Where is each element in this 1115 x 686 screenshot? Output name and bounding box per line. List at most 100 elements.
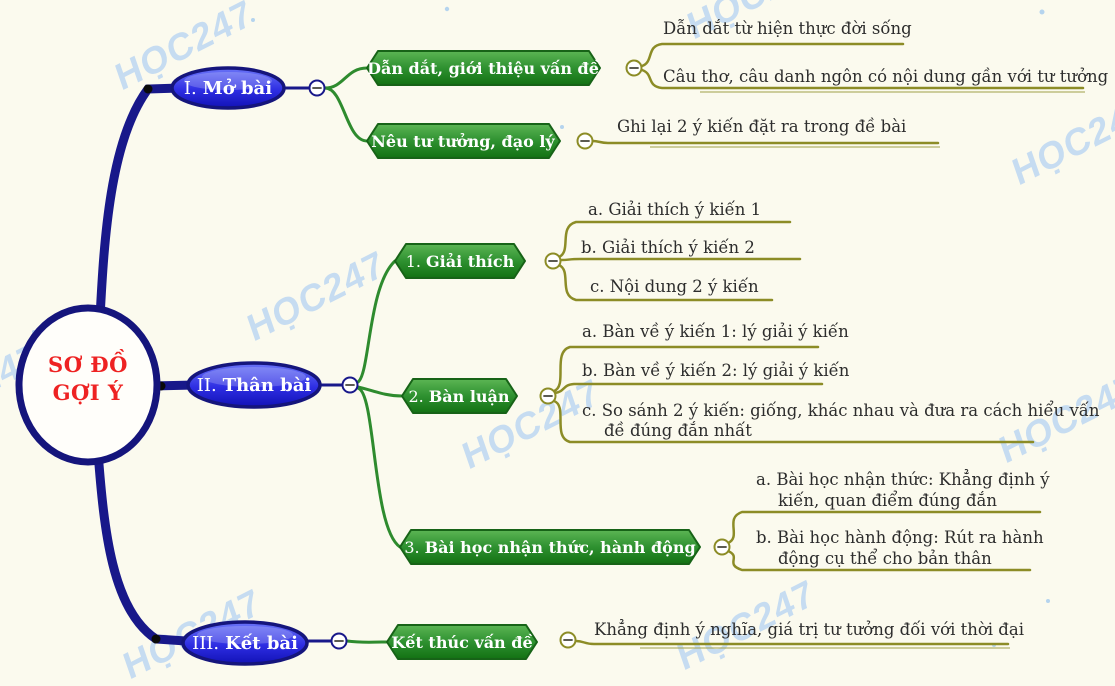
collapse-button-mo-bai[interactable] (308, 79, 326, 97)
leaf-texts: Dẫn dắt từ hiện thực đời sống Câu thơ, c… (581, 19, 1109, 639)
collapse-button-ban-luan[interactable] (539, 387, 557, 405)
central-node-shape[interactable] (15, 304, 161, 466)
topic-box-shape[interactable] (401, 378, 518, 414)
collapse-button-ket-bai[interactable] (330, 632, 348, 650)
topic-prefix: 1. (406, 252, 421, 271)
connector-to-ket-thuc (345, 639, 389, 644)
branch-label: Kết bài (225, 632, 298, 654)
leaf-node-line2[interactable]: động cụ thể cho bản thân (778, 549, 992, 568)
topic-box-ban-luan[interactable]: 2. Bàn luận (401, 378, 518, 414)
branch-node-than-bai[interactable]: II. Thân bài (186, 361, 322, 409)
central-node-title-line1: SƠ ĐỒ (48, 350, 128, 377)
topic-box-shape[interactable] (366, 50, 601, 86)
topic-box-shape[interactable] (366, 123, 561, 159)
sparkle-dot (444, 6, 450, 12)
branch-numeral: II. (197, 375, 217, 396)
branch-node-shape[interactable] (186, 361, 322, 409)
collapse-button-bai-hoc[interactable] (713, 538, 731, 556)
topic-box-shape[interactable] (399, 529, 701, 565)
topic-box-shape[interactable] (386, 624, 538, 660)
leaf-node-line2[interactable]: đề đúng đắn nhất (604, 421, 752, 440)
junction-dot (143, 84, 153, 94)
topic-box-label: 2. Bàn luận (408, 387, 509, 406)
collapse-button-than-bai[interactable] (341, 376, 359, 394)
underline-leaf (552, 399, 1035, 444)
connector-to-neu-tu-tuong (323, 86, 369, 143)
underline-leaf (557, 220, 792, 259)
topic-connectors (323, 66, 404, 644)
central-node[interactable]: SƠ ĐỒ GỢI Ý (15, 304, 161, 466)
collapse-button-dan-dat[interactable] (625, 59, 643, 77)
topic-label: Bàn luận (429, 387, 510, 406)
leaf-node[interactable]: Câu thơ, câu danh ngôn có nội dung gần v… (663, 67, 1109, 86)
underline-leaf (640, 68, 1085, 90)
hoc247-watermark: HỌC247 (242, 242, 389, 350)
topic-label: Giải thích (426, 252, 515, 271)
sparkle-dot (560, 125, 564, 129)
collapse-button-ket-thuc[interactable] (559, 631, 577, 649)
topic-box-bai-hoc[interactable]: 3. Bài học nhận thức, hành động (399, 529, 701, 565)
leaf-node[interactable]: c. Nội dung 2 ý kiến (590, 277, 759, 296)
connector-to-giai-thich (356, 259, 397, 384)
leaf-node[interactable]: Dẫn dắt từ hiện thực đời sống (663, 19, 912, 38)
leaf-connectors (552, 42, 1085, 649)
branch-node-gloss (197, 626, 293, 644)
branch-node-gloss (184, 72, 272, 90)
underline-leaf (726, 510, 1042, 545)
topic-label: Bài học nhận thức, hành động (425, 538, 696, 557)
branch-node-label: II. Thân bài (197, 375, 312, 396)
topic-box-neu-tu-tuong[interactable]: Nêu tư tưởng, đạo lý (366, 123, 561, 159)
branch-node-ket-bai[interactable]: III. Kết bài (181, 620, 309, 666)
topic-box-ket-thuc[interactable]: Kết thúc vấn đề (386, 624, 538, 660)
connector-center-to-ket-bai (93, 447, 191, 646)
underline-leaf (640, 42, 905, 68)
underline-leaf (557, 263, 774, 302)
leaf-node[interactable]: a. Bài học nhận thức: Khẳng định ý (756, 469, 1050, 489)
branch-node-shape[interactable] (181, 620, 309, 666)
leaf-node[interactable]: b. Bàn về ý kiến 2: lý giải ý kiến (582, 361, 850, 380)
topic-box-shape[interactable] (394, 243, 526, 279)
connector-to-bai-hoc (356, 386, 402, 549)
branch-label: Thân bài (223, 375, 312, 396)
branch-node-mo-bai[interactable]: I. Mở bài (170, 66, 286, 110)
leaf-node[interactable]: a. Bàn về ý kiến 1: lý giải ý kiến (582, 322, 849, 341)
connector-to-ban-luan (356, 385, 404, 398)
leaf-node[interactable]: Ghi lại 2 ý kiến đặt ra trong đề bài (617, 117, 906, 136)
leaf-node[interactable]: b. Bài học hành động: Rút ra hành (756, 528, 1044, 547)
sparkle-dot (251, 18, 255, 22)
branch-node-shape[interactable] (170, 66, 286, 110)
collapse-button-giai-thich[interactable] (544, 252, 562, 270)
sparkle-dot (1046, 599, 1050, 603)
branch-node-label: I. Mở bài (184, 77, 272, 99)
leaf-node[interactable]: a. Giải thích ý kiến 1 (588, 200, 761, 219)
underline-leaf (559, 257, 802, 262)
underline-leaf (553, 382, 824, 395)
topic-box-label: Nêu tư tưởng, đạo lý (371, 132, 555, 151)
topic-box-dan-dat[interactable]: Dẫn dắt, giới thiệu vấn đề (366, 50, 601, 86)
underline-leaf (591, 139, 940, 145)
topic-box-label: Kết thúc vấn đề (391, 633, 532, 652)
underline-leaf (552, 345, 820, 393)
branch-label: Mở bài (203, 77, 272, 99)
topic-box-label: Dẫn dắt, giới thiệu vấn đề (367, 58, 599, 78)
branch-numeral: III. (192, 633, 219, 654)
topic-prefix: 2. (408, 387, 423, 406)
topic-prefix: 3. (404, 538, 419, 557)
topic-box-giai-thich[interactable]: 1. Giải thích (394, 243, 526, 279)
branch-node-gloss (202, 367, 306, 387)
leaf-node-line2[interactable]: kiến, quan điểm đúng đắn (778, 491, 997, 510)
central-node-title-line2: GỢI Ý (53, 380, 124, 405)
topic-box-label: 3. Bài học nhận thức, hành động (404, 538, 695, 557)
connector-center-to-mo-bai (95, 83, 185, 323)
collapse-button-neu-tu-tuong[interactable] (576, 132, 594, 150)
underline-leaf (574, 639, 1010, 646)
branch-numeral: I. (184, 78, 197, 99)
leaf-node[interactable]: c. So sánh 2 ý kiến: giống, khác nhau và… (582, 401, 1100, 420)
hoc247-watermark: HỌC247 (1007, 86, 1115, 194)
leaf-node[interactable]: Khẳng định ý nghĩa, giá trị tư tưởng đối… (594, 619, 1024, 639)
leaf-node[interactable]: b. Giải thích ý kiến 2 (581, 238, 755, 257)
underline-leaf (726, 549, 1032, 572)
